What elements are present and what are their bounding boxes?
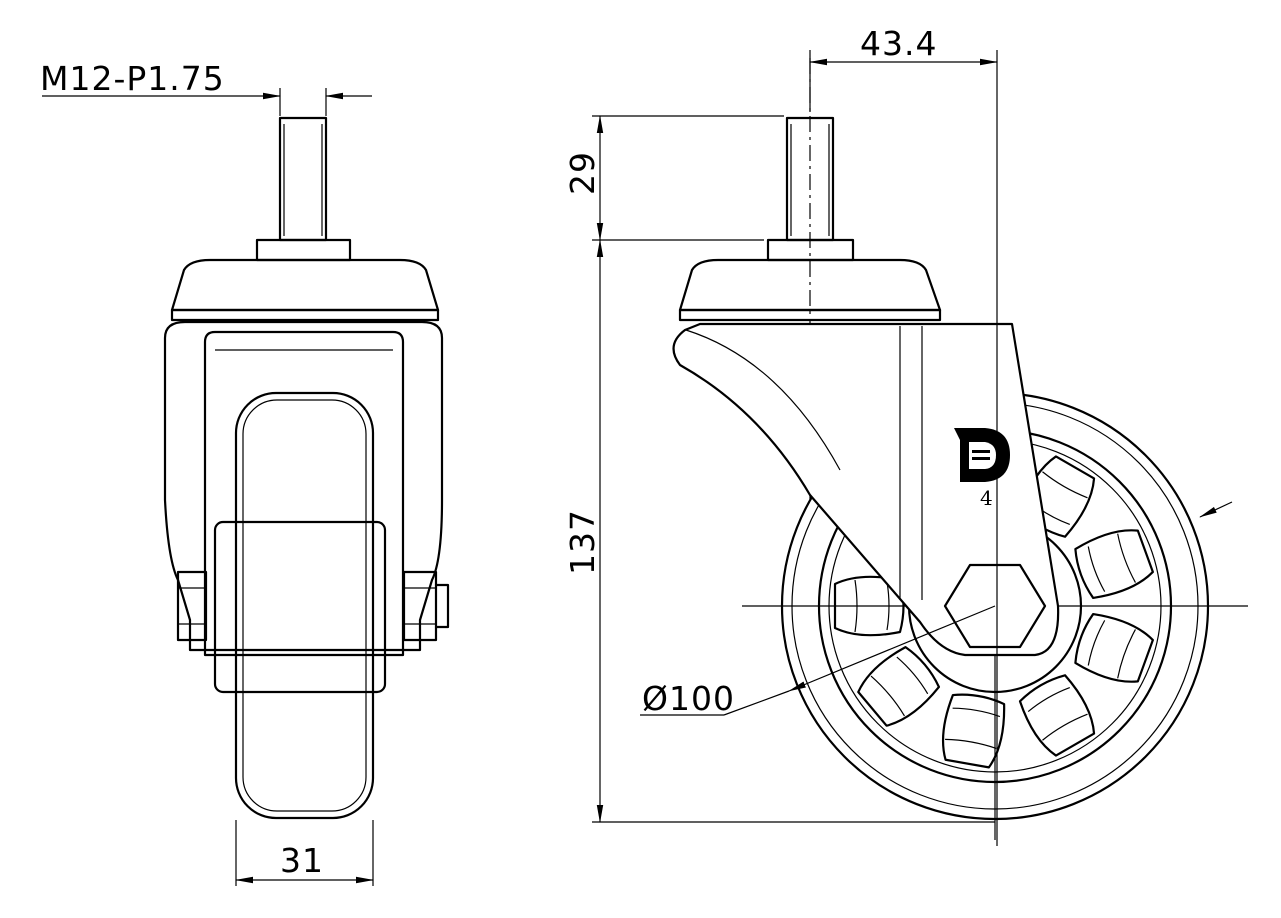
offset-dimension: 43.4 — [809, 24, 998, 846]
front-fork-inner — [203, 330, 405, 657]
thread-label: M12-P1.75 — [40, 59, 225, 98]
wheel-diameter-label: Ø100 — [642, 679, 735, 718]
front-fork-outer — [163, 320, 444, 652]
side-axle-hex-nut — [943, 563, 1047, 649]
wheel-width-label: 31 — [280, 841, 324, 880]
wheel-spoke — [1074, 529, 1154, 600]
front-hub — [213, 520, 387, 694]
front-stem-nut — [255, 238, 352, 262]
thread-dimension: M12-P1.75 — [40, 59, 372, 116]
total-height-label: 137 — [563, 509, 602, 575]
offset-label: 43.4 — [860, 24, 937, 63]
stem-height-dimension: 29 — [563, 115, 784, 241]
side-top-plate — [678, 308, 942, 322]
front-top-plate — [170, 308, 440, 322]
side-view: 4 — [672, 58, 1248, 840]
brand-logo: 4 — [954, 428, 1010, 510]
front-axle-nut-left — [176, 570, 208, 642]
front-top-cap — [170, 258, 440, 312]
stem-height-label: 29 — [563, 151, 602, 195]
front-view — [163, 116, 450, 820]
total-height-dimension: 137 — [563, 239, 995, 823]
wheel-spoke — [1018, 674, 1096, 757]
side-fork-arm — [672, 322, 1060, 657]
wheel-diameter-dimension: Ø100 — [640, 501, 1233, 718]
wheel-spoke — [857, 646, 941, 727]
part-number-mark: 4 — [980, 486, 993, 510]
wheel-width-dimension: 31 — [235, 820, 374, 886]
front-wheel — [234, 391, 375, 820]
wheel-spoke — [1074, 612, 1154, 683]
wheel-spoke — [941, 693, 1006, 769]
front-axle-nut-right — [402, 570, 450, 642]
side-top-cap — [678, 258, 942, 312]
front-stem — [278, 116, 328, 242]
